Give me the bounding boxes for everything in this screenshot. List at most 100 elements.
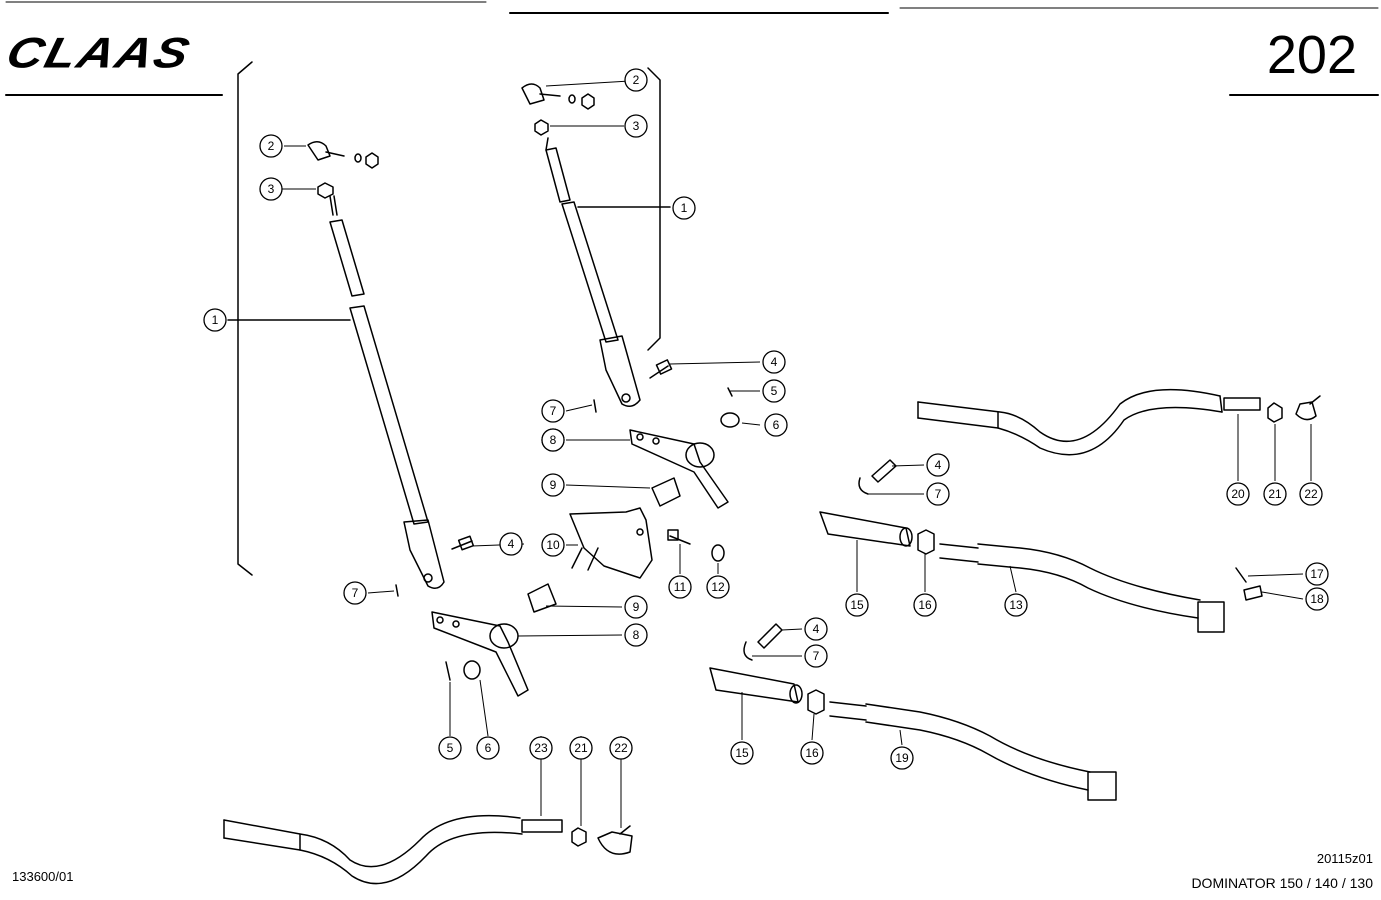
callout-5: 5 [438,736,462,760]
callout-label: 7 [352,586,359,600]
callout-circle [1299,482,1323,506]
page-number: 202 [1266,25,1357,85]
callout-label: 16 [918,598,932,612]
upper-right-rod [917,388,1321,456]
callout-circle [259,177,283,201]
callout-3: 3 [624,114,648,138]
callout-circle [764,413,788,437]
callout-4: 4 [762,350,786,374]
callout-label: 7 [813,649,820,663]
callout-label: 2 [268,139,275,153]
callout-circle [624,114,648,138]
callout-label: 6 [773,418,780,432]
callout-3: 3 [259,177,283,201]
figure-code: 20115z01 [1316,851,1373,866]
callout-10: 10 [541,533,565,557]
callout-circle [926,453,950,477]
callout-label: 1 [681,201,688,215]
callout-circle [804,644,828,668]
callout-circle [203,308,227,332]
callout-label: 8 [550,433,557,447]
callout-4: 4 [926,453,950,477]
callout-label: 22 [1304,487,1318,501]
callout-label: 3 [633,119,640,133]
callout-label: 11 [674,580,687,594]
callout-label: 9 [550,478,557,492]
callout-label: 5 [447,741,454,755]
lower-left-rod [223,814,633,885]
callout-21: 21 [569,736,593,760]
callout-circle [541,473,565,497]
callout-circle [624,68,648,92]
adjustment-rod-19 [709,623,1117,801]
callout-label: 20 [1231,487,1245,501]
callout-circle [609,736,633,760]
callout-19: 19 [890,746,914,770]
callout-label: 5 [771,384,778,398]
callout-label: 7 [550,404,557,418]
callout-circle [762,379,786,403]
callout-label: 9 [633,600,640,614]
callout-circle [913,593,937,617]
callout-label: 18 [1310,592,1324,606]
left-strut-assembly [227,61,475,597]
callout-label: 17 [1310,567,1324,581]
callout-circle [259,134,283,158]
callout-label: 4 [508,537,515,551]
callout-circle [1305,562,1329,586]
callout-label: 3 [268,182,275,196]
callout-circle [529,736,553,760]
callout-circle [800,741,824,765]
adjustment-rod-13 [819,459,1263,633]
callout-20: 20 [1226,482,1250,506]
callout-15: 15 [730,741,754,765]
callout-13: 13 [1004,593,1028,617]
callout-label: 1 [212,313,219,327]
middle-bracket-assembly [431,387,740,697]
callout-circle [804,617,828,641]
callout-label: 7 [935,487,942,501]
callout-7: 7 [926,482,950,506]
callout-circle [541,399,565,423]
callout-7: 7 [541,399,565,423]
callout-circle [1226,482,1250,506]
callout-circle [762,350,786,374]
callout-circle [890,746,914,770]
callout-label: 12 [711,580,725,594]
callout-label: 10 [546,538,560,552]
callout-label: 4 [771,355,778,369]
callout-circle [438,736,462,760]
callout-circle [624,623,648,647]
callout-12: 12 [706,575,730,599]
callout-circle [1263,482,1287,506]
callout-label: 23 [534,741,548,755]
callout-label: 4 [935,458,942,472]
callout-8: 8 [541,428,565,452]
callout-16: 16 [800,741,824,765]
callout-circle [343,581,367,605]
callout-7: 7 [804,644,828,668]
callout-circle [668,575,692,599]
upper-strut-assembly [521,67,673,407]
callout-label: 15 [735,746,749,760]
callout-22: 22 [1299,482,1323,506]
callout-6: 6 [476,736,500,760]
callout-circle [1305,587,1329,611]
callout-label: 8 [633,628,640,642]
callout-11: 11 [668,575,692,599]
callout-label: 19 [895,751,909,765]
callout-1: 1 [672,196,696,220]
callout-15: 15 [845,593,869,617]
callout-label: 16 [805,746,819,760]
callout-circle [624,595,648,619]
callout-circle [730,741,754,765]
callout-17: 17 [1305,562,1329,586]
drawing-reference: 133600/01 [12,869,74,884]
callout-4: 4 [499,532,523,556]
callout-7: 7 [343,581,367,605]
callout-6: 6 [764,413,788,437]
callout-circle [1004,593,1028,617]
callout-circle [926,482,950,506]
callout-label: 22 [614,741,628,755]
